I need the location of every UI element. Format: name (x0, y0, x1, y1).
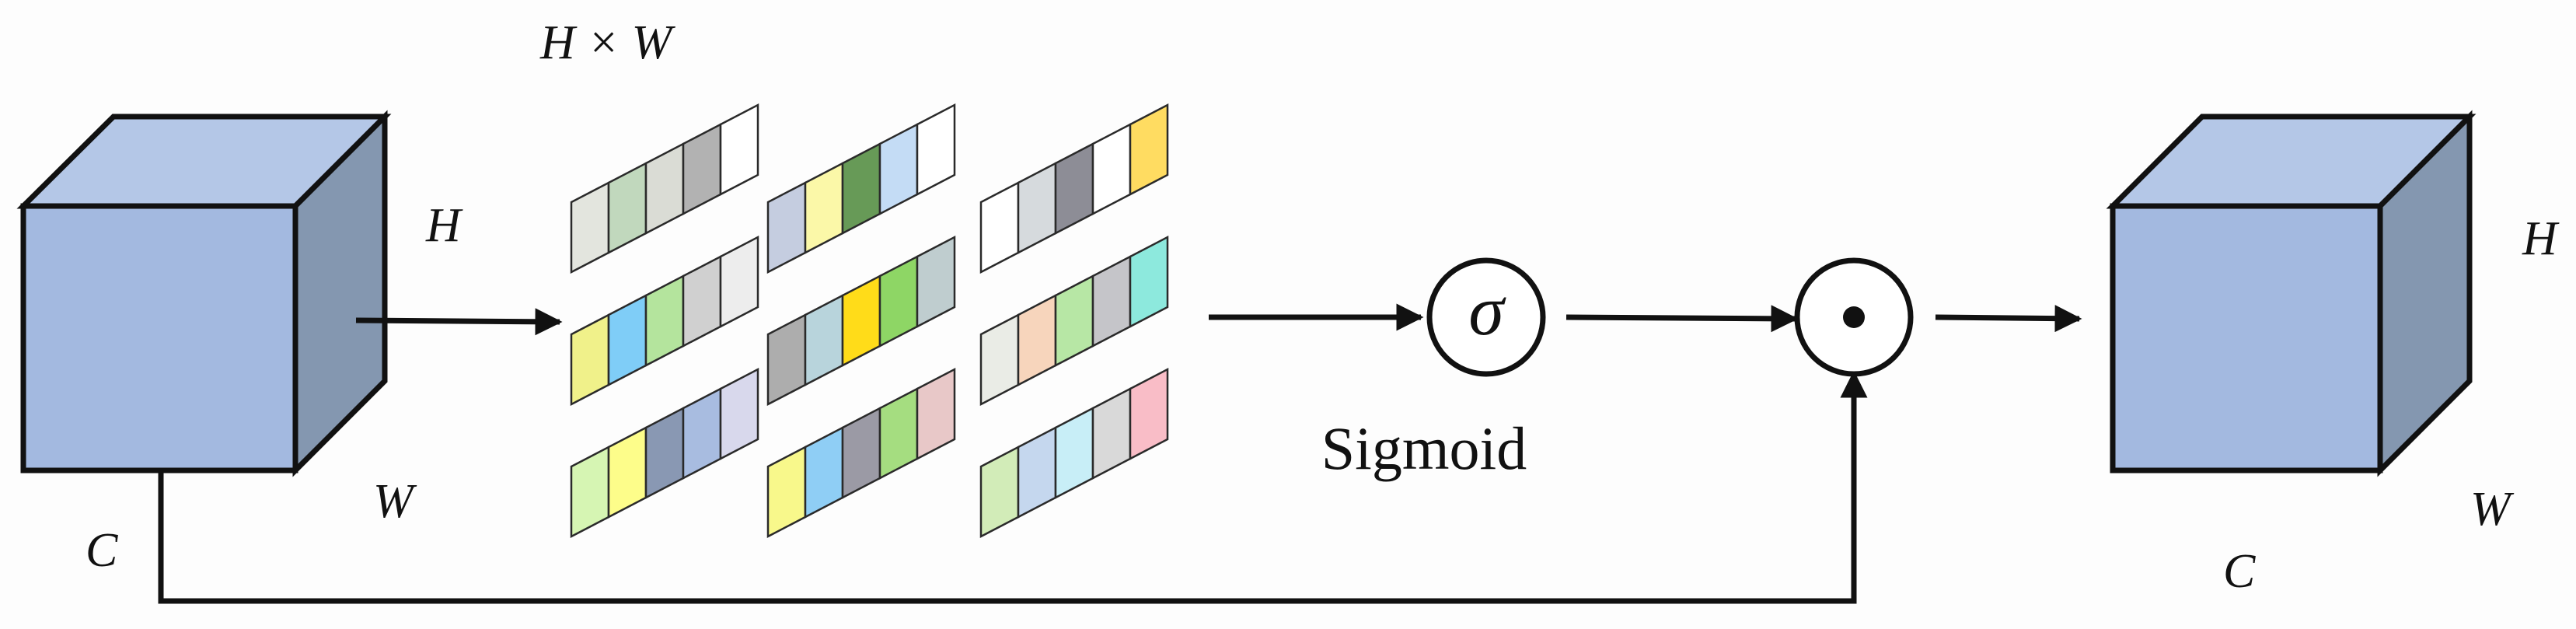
grid-label: H × W (539, 16, 676, 69)
strip-cell (1129, 367, 1169, 461)
channel-strip (570, 235, 759, 407)
strip-cell (570, 313, 610, 407)
strip-cell (719, 103, 759, 197)
sigmoid-symbol: σ (1468, 271, 1506, 350)
strip-cell (644, 406, 685, 500)
strip-cell (916, 103, 956, 197)
strip-cell (916, 367, 956, 461)
strip-cell (1054, 406, 1094, 500)
arrow-cube-to-grid (355, 308, 563, 336)
channel-strip (570, 103, 759, 274)
input-label-w: W (373, 475, 417, 528)
strip-cell (979, 180, 1020, 274)
strip-cell (719, 367, 759, 461)
strip-cell (570, 445, 610, 539)
strip-cell (1091, 386, 1132, 480)
input-feature-cube (16, 110, 392, 477)
multiply-dot-icon (1843, 306, 1865, 328)
strip-cell (804, 161, 844, 255)
strip-cell (1017, 161, 1057, 255)
channel-strip-grid (570, 103, 1169, 539)
strip-cell (766, 445, 807, 539)
strip-cell (878, 254, 919, 348)
strip-cell (682, 254, 722, 348)
strip-cell (979, 445, 1020, 539)
output-label-h: H (2522, 212, 2560, 265)
strip-cell (1054, 274, 1094, 368)
input-cube-front-face (20, 203, 298, 473)
skip-connection-arrow (158, 370, 1868, 604)
channel-strip (766, 103, 956, 274)
strip-cell (607, 293, 647, 387)
sigmoid-label: Sigmoid (1321, 414, 1527, 482)
strip-cell (1054, 142, 1094, 236)
strip-cell (607, 425, 647, 519)
channel-strip (979, 103, 1169, 274)
input-label-h: H (425, 199, 463, 252)
strip-cell (878, 386, 919, 480)
strip-cell (841, 142, 881, 236)
channel-strip (766, 367, 956, 539)
strip-cell (682, 386, 722, 480)
strip-cell (766, 313, 807, 407)
strip-cell (1129, 103, 1169, 197)
strip-cell (878, 122, 919, 216)
output-label-w: W (2470, 483, 2515, 536)
strip-cell (607, 161, 647, 255)
channel-strip (766, 235, 956, 407)
channel-strip (570, 367, 759, 539)
strip-cell (1129, 235, 1169, 329)
strip-cell (804, 293, 844, 387)
strip-cell (766, 180, 807, 274)
strip-cell (570, 180, 610, 274)
arrow-multiply-to-output (1935, 305, 2082, 333)
strip-cell (1091, 254, 1132, 348)
strip-cell (979, 313, 1020, 407)
strip-cell (804, 425, 844, 519)
strip-cell (841, 274, 881, 368)
strip-cell (682, 122, 722, 216)
strip-cell (1017, 425, 1057, 519)
channel-strip (979, 235, 1169, 407)
channel-strip (979, 367, 1169, 539)
strip-cell (644, 274, 685, 368)
arrow-sigmoid-to-multiply (1565, 305, 1799, 333)
output-cube-front-face (2110, 203, 2383, 473)
strip-cell (644, 142, 685, 236)
strip-cell (916, 235, 956, 329)
strip-cell (841, 406, 881, 500)
input-label-c: C (86, 524, 118, 577)
strip-cell (1091, 122, 1132, 216)
sigmoid-node (1426, 257, 1546, 377)
output-label-c: C (2223, 545, 2256, 598)
strip-cell (719, 235, 759, 329)
output-feature-cube (2106, 110, 2477, 477)
strip-cell (1017, 293, 1057, 387)
